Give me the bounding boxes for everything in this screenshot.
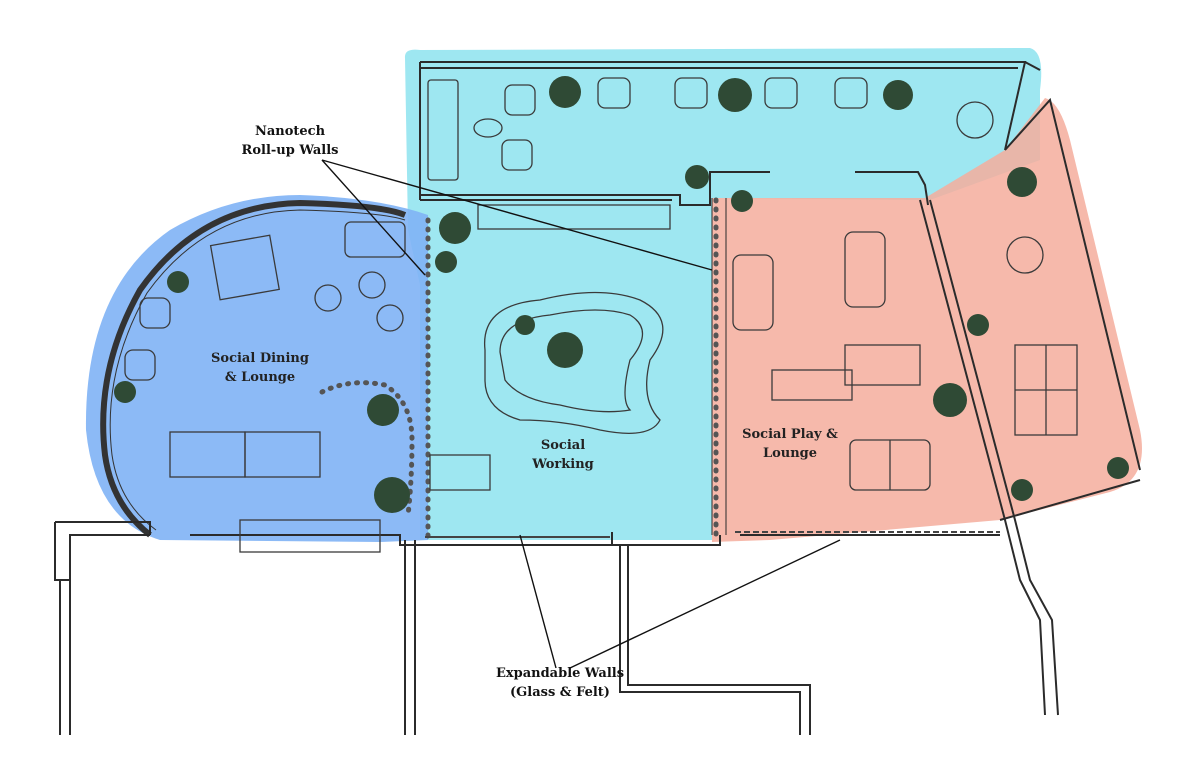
plant-icon — [547, 332, 583, 368]
expandable-walls — [425, 531, 1000, 538]
leader-nanotech-2 — [321, 159, 713, 271]
callout-leaders — [321, 159, 841, 669]
label-line: Expandable Walls — [495, 666, 625, 681]
label-line: Working — [532, 457, 594, 472]
plant-icon — [718, 78, 752, 112]
plant-icon — [167, 271, 189, 293]
label-line: Roll-up Walls — [241, 143, 339, 158]
walls — [54, 61, 1141, 735]
plant-icon — [731, 190, 753, 212]
label-social-dining: Social Dining & Lounge — [200, 349, 320, 387]
plant-icon — [1011, 479, 1033, 501]
zone-social-play — [712, 98, 1142, 542]
plant-icon — [439, 212, 471, 244]
label-line: & Lounge — [224, 370, 296, 385]
plants — [114, 76, 1129, 513]
label-line: Social Play & — [742, 427, 838, 442]
plant-icon — [1107, 457, 1129, 479]
plant-icon — [933, 383, 967, 417]
label-line: Nanotech — [254, 124, 326, 139]
plant-icon — [435, 251, 457, 273]
callout-nanotech: Nanotech Roll-up Walls — [225, 122, 355, 160]
plant-icon — [1007, 167, 1037, 197]
label-line: (Glass & Felt) — [510, 685, 610, 700]
label-line: Lounge — [762, 446, 818, 461]
furniture — [124, 77, 1078, 553]
plant-icon — [367, 394, 399, 426]
nanotech-walls — [319, 197, 719, 543]
plant-icon — [549, 76, 581, 108]
plant-icon — [883, 80, 913, 110]
plant-icon — [114, 381, 136, 403]
label-line: Social Dining — [211, 351, 309, 366]
callout-expandable: Expandable Walls (Glass & Felt) — [475, 664, 645, 702]
label-social-play: Social Play & Lounge — [730, 425, 850, 463]
plant-icon — [374, 477, 410, 513]
leader-expand-1 — [519, 534, 557, 669]
leader-nanotech-1 — [321, 159, 426, 276]
leader-expand-2 — [569, 539, 841, 669]
plant-icon — [967, 314, 989, 336]
label-line: Social — [540, 438, 586, 453]
plant-icon — [515, 315, 535, 335]
label-social-working: Social Working — [508, 436, 618, 474]
plant-icon — [685, 165, 709, 189]
